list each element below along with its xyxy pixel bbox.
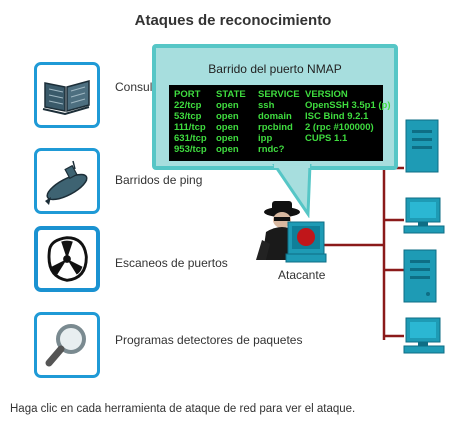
terminal-cell: 22/tcp	[174, 100, 202, 111]
open-book-icon	[42, 80, 90, 116]
terminal-cell: 2 (rpc #100000)	[305, 122, 374, 133]
terminal-cell: ISC Bind 9.2.1	[305, 111, 369, 122]
terminal-row: 22/tcp open ssh OpenSSH 3.5p1 (p)	[174, 100, 391, 111]
terminal-cell: 111/tcp	[174, 122, 206, 133]
terminal-cell: domain	[258, 111, 292, 122]
terminal-header: PORT	[174, 89, 201, 100]
terminal-cell: open	[216, 144, 239, 155]
terminal-cell: open	[216, 122, 239, 133]
submarine-icon	[45, 160, 88, 205]
network-links	[324, 150, 404, 340]
packet-sniffers-label[interactable]: Programas detectores de paquetes	[115, 333, 303, 347]
terminal-cell: CUPS 1.1	[305, 133, 348, 144]
terminal-row: 111/tcp open rpcbind 2 (rpc #100000)	[174, 122, 378, 133]
terminal-cell: 631/tcp	[174, 133, 207, 144]
callout-title: Barrido del puerto NMAP	[208, 62, 342, 76]
nmap-callout: Barrido del puerto NMAP PORT STATE SERVI…	[152, 44, 398, 170]
terminal-cell: rndc?	[258, 144, 285, 155]
computer-icon	[403, 317, 445, 354]
server-icon	[405, 119, 439, 173]
attacker-label: Atacante	[278, 268, 326, 282]
ping-sweeps-button[interactable]	[34, 148, 100, 214]
magnifier-icon	[45, 324, 86, 367]
port-scans-label[interactable]: Escaneos de puertos	[115, 256, 228, 270]
radiation-icon	[47, 236, 88, 282]
port-scans-button[interactable]	[34, 226, 100, 292]
terminal-cell: OpenSSH 3.5p1 (p)	[305, 100, 391, 111]
computer-icon	[285, 221, 327, 263]
terminal-cell: open	[216, 133, 239, 144]
callout-tail	[272, 164, 312, 218]
terminal-cell: open	[216, 100, 239, 111]
terminal-cell: 953/tcp	[174, 144, 207, 155]
server-icon	[403, 249, 437, 303]
terminal-cell: ssh	[258, 100, 275, 111]
computer-icon	[403, 197, 445, 234]
terminal-header-row: PORT STATE SERVICE VERSION	[174, 89, 378, 100]
terminal-header: STATE	[216, 89, 246, 100]
terminal-row: 953/tcp open rndc?	[174, 144, 378, 155]
terminal-cell: rpcbind	[258, 122, 293, 133]
terminal-output: PORT STATE SERVICE VERSION 22/tcp open s…	[169, 85, 391, 161]
terminal-cell: 53/tcp	[174, 111, 202, 122]
internet-queries-button[interactable]	[34, 62, 100, 128]
terminal-header: VERSION	[305, 89, 348, 100]
ping-sweeps-label[interactable]: Barridos de ping	[115, 173, 203, 187]
terminal-row: 631/tcp open ipp CUPS 1.1	[174, 133, 378, 144]
instructions-text: Haga clic en cada herramienta de ataque …	[10, 403, 356, 415]
packet-sniffers-button[interactable]	[34, 312, 100, 378]
terminal-row: 53/tcp open domain ISC Bind 9.2.1	[174, 111, 378, 122]
page-title: Ataques de reconocimiento	[134, 12, 332, 29]
terminal-cell: open	[216, 111, 239, 122]
terminal-header: SERVICE	[258, 89, 300, 100]
terminal-cell: ipp	[258, 133, 273, 144]
